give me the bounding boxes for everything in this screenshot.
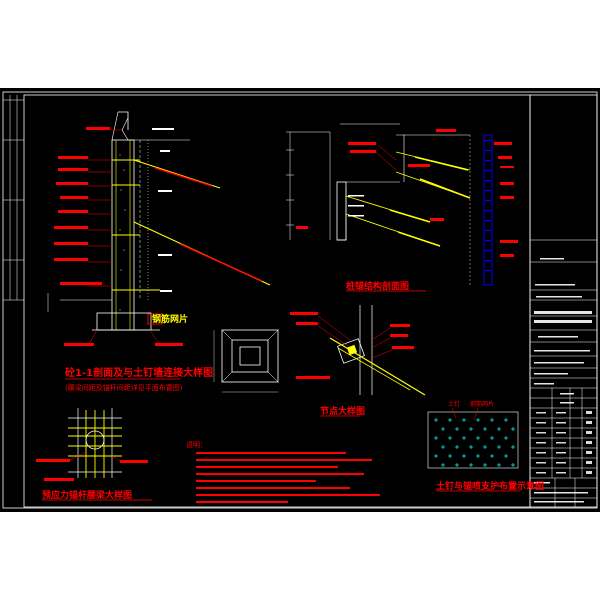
nail-layout-drawing: 土钉 钢筋网片 土钉与锚喷支护布置示意图 (427, 400, 544, 492)
nail-legend-1: 土钉 (448, 400, 460, 408)
title-block-table-marks (536, 411, 592, 474)
section-2-title: 桩锚结构剖面图 (346, 280, 409, 292)
nail-legend-2: 钢筋网片 (470, 400, 494, 408)
section-1-drawing: 钢筋网片 砼1-1剖面及与土钉墙连接大样图 (腰梁间距及锚杆间距详见平面布置图) (47, 111, 271, 392)
node-detail: 节点大样图 (290, 305, 426, 417)
binding-strip (3, 95, 24, 301)
notes-header: 说明： (186, 440, 207, 449)
waist-beam-title: 预应力锚杆腰梁大样图 (42, 489, 132, 501)
node-detail-title: 节点大样图 (320, 405, 365, 417)
notes-block: 说明： (186, 440, 380, 503)
waist-beam-detail: 预应力锚杆腰梁大样图 (36, 408, 152, 501)
square-detail (213, 329, 279, 393)
section-1-title: 砼1-1剖面及与土钉墙连接大样图 (65, 366, 213, 379)
svg-text:钢筋网片: 钢筋网片 (152, 313, 188, 325)
section-2-drawing: 桩锚结构剖面图 (286, 123, 518, 292)
nail-layout-title: 土钉与锚喷支护布置示意图 (436, 480, 544, 492)
title-block (529, 94, 598, 508)
section-1-subtitle: (腰梁间距及锚杆间距详见平面布置图) (65, 383, 183, 392)
